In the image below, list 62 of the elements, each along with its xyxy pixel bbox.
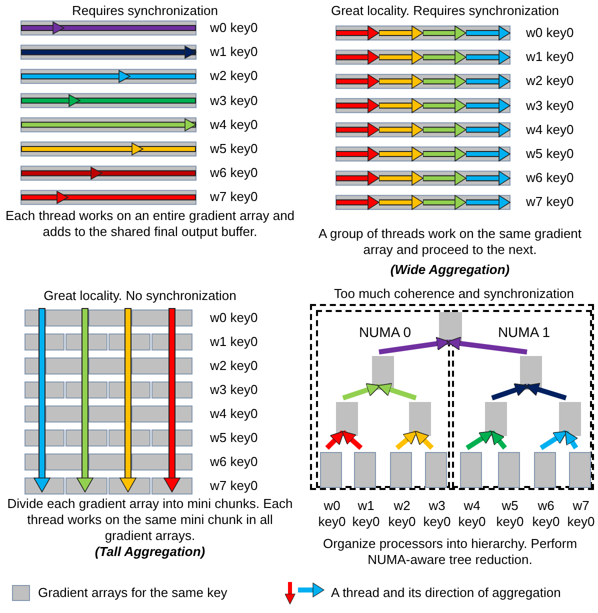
legend-text: A thread and its direction of aggregation [331, 585, 561, 601]
row-label: w7 key0 [210, 189, 258, 206]
arrow [414, 430, 434, 450]
gradient-block [336, 402, 358, 436]
worker-label: w5 key0 [495, 498, 525, 530]
caption: Each thread works on an entire gradient array and adds to the shared final output buffer. [5, 208, 295, 240]
worker-label: w3 key0 [422, 498, 452, 530]
panel-title: Too much coherence and synchronization [333, 286, 575, 302]
row-label: w1 key0 [526, 49, 574, 66]
arrow [564, 430, 578, 450]
arrow [342, 383, 381, 400]
gradient-block [409, 402, 431, 436]
panel-title: Great locality. Requires synchronization [330, 3, 560, 19]
arrow [525, 382, 567, 400]
worker-label: w2 key0 [387, 498, 417, 530]
worker-label: w1 key0 [351, 498, 381, 530]
row-label: w7 key0 [526, 194, 574, 210]
row-label: w2 key0 [526, 73, 574, 90]
row-label: w3 key0 [526, 98, 574, 114]
gradient-block [485, 402, 507, 436]
row-label: w3 key0 [210, 382, 258, 398]
caption: A group of threads work on the same gradient array and proceed to the next. [317, 226, 583, 258]
worker-label: w4 key0 [457, 498, 487, 530]
method-name: (Wide Aggregation) [389, 262, 511, 278]
region-label: NUMA 1 [496, 324, 552, 340]
row-label: w1 key0 [210, 334, 258, 350]
caption: Organize processors into hierarchy. Perform NUMA-aware tree reduction. [322, 536, 578, 568]
row-label: w3 key0 [210, 92, 258, 109]
arrow [325, 430, 345, 450]
arrow [378, 336, 450, 354]
row-label: w5 key0 [526, 146, 574, 162]
arrow [341, 430, 363, 450]
row-label: w5 key0 [210, 141, 258, 157]
row-label: w0 key0 [526, 25, 574, 41]
caption: Divide each gradient array into mini chunks. Each thread works on the same mini chunk in all gradient arrays. [6, 496, 294, 544]
worker-label: w7 key0 [566, 498, 596, 530]
arrow [377, 383, 417, 400]
worker-label: w6 key0 [531, 498, 561, 530]
row-label: w6 key0 [526, 170, 574, 186]
arrow [491, 383, 529, 400]
row-label: w2 key0 [210, 68, 258, 84]
row-label: w4 key0 [210, 116, 258, 133]
row-label: w4 key0 [526, 122, 574, 138]
arrow [446, 336, 528, 354]
gradient-block [559, 402, 581, 436]
row-label: w0 key0 [210, 20, 258, 36]
row-label: w6 key0 [210, 454, 258, 470]
arrow [490, 430, 507, 450]
row-label: w1 key0 [210, 44, 258, 60]
row-label: w6 key0 [210, 165, 258, 182]
legend-text: Gradient arrays for the same key [38, 585, 228, 601]
arrow [395, 430, 418, 450]
method-name: (Tall Aggregation) [94, 544, 206, 560]
row-label: w2 key0 [210, 358, 258, 374]
row-label: w4 key0 [210, 406, 258, 422]
row-label: w0 key0 [210, 310, 258, 326]
row-label: w7 key0 [210, 478, 258, 494]
worker-label: w0 key0 [317, 498, 347, 530]
row-label: w5 key0 [210, 430, 258, 446]
region-label: NUMA 0 [358, 324, 412, 340]
panel-title: Great locality. No synchronization [42, 288, 238, 304]
panel-title: Requires synchronization [71, 3, 219, 19]
